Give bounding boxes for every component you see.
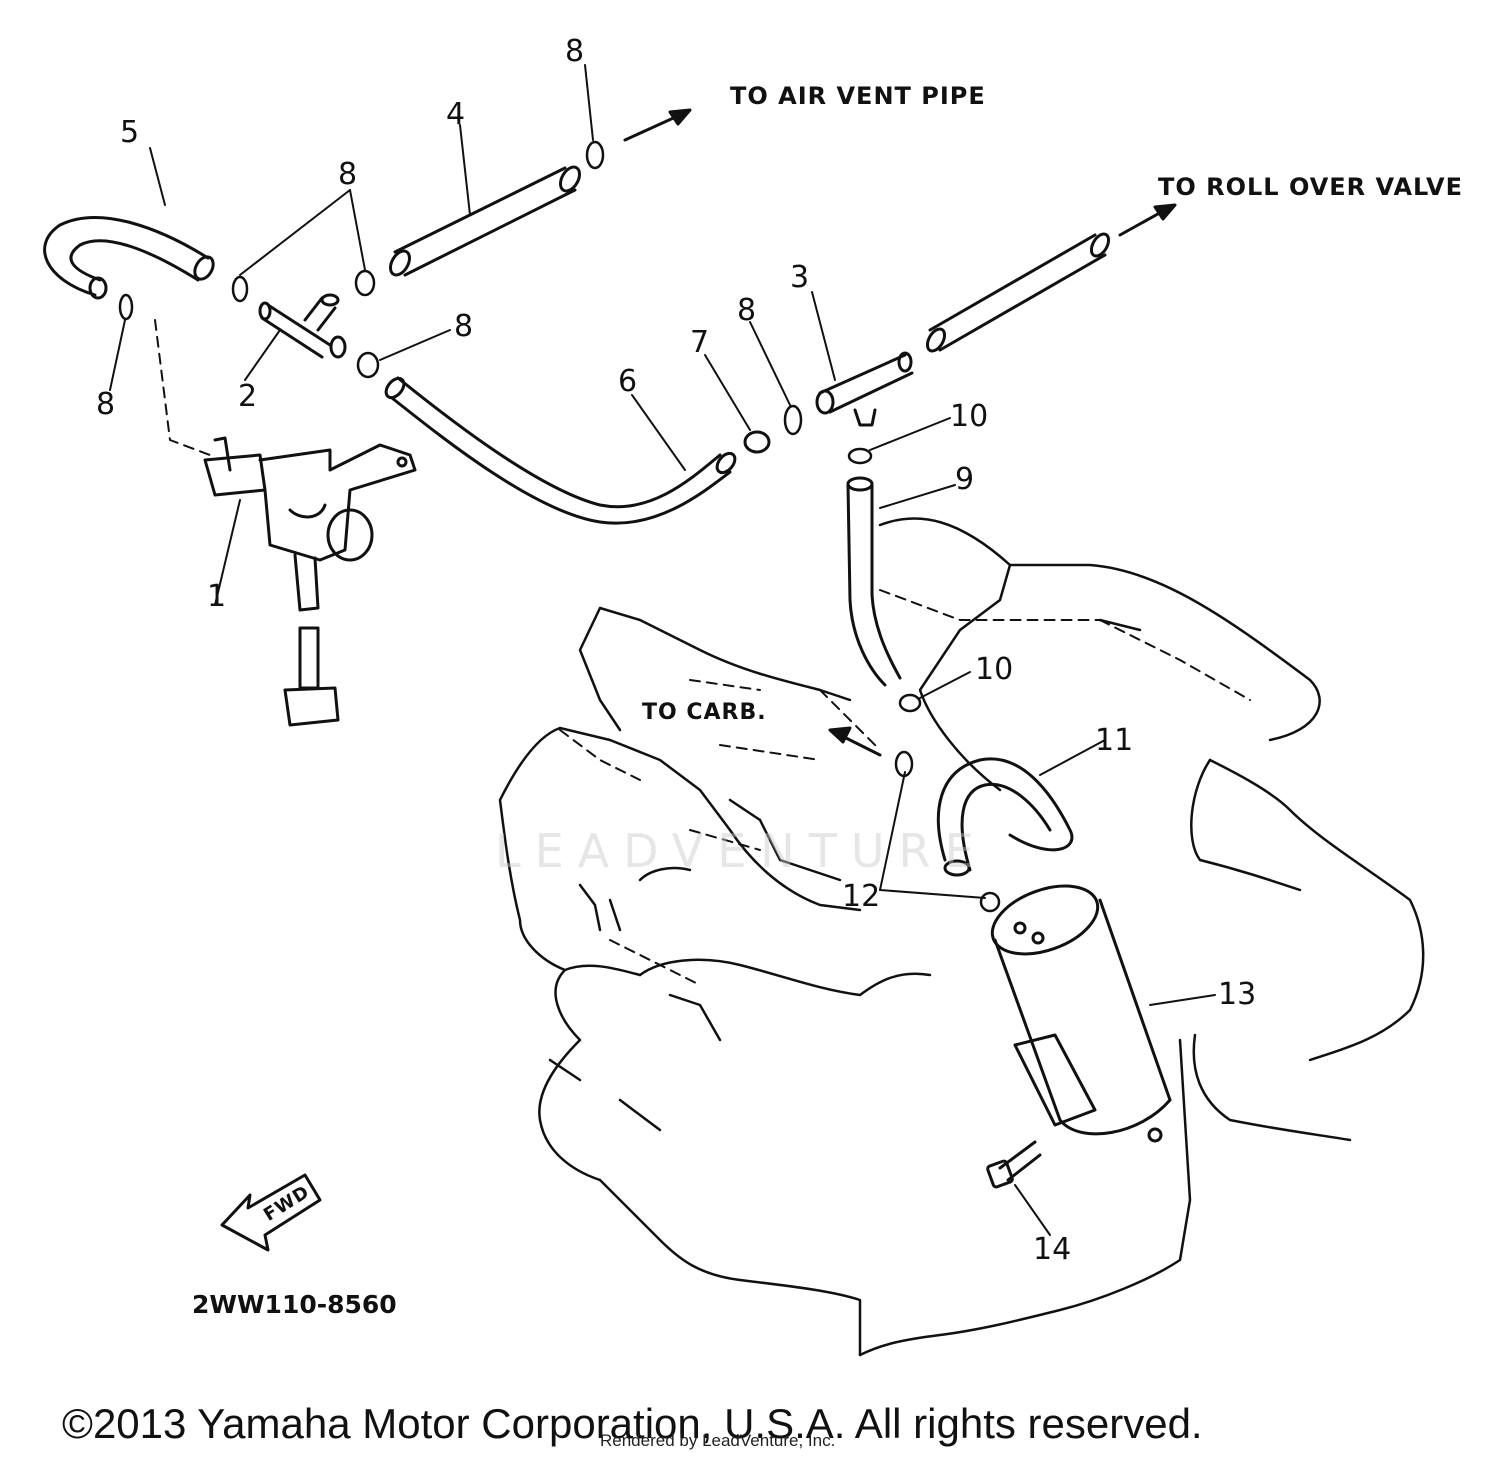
label-part-8-left: 8: [96, 387, 116, 422]
fwd-arrow-icon: [222, 1175, 320, 1250]
label-part-8-right: 8: [737, 293, 757, 328]
callout-arrows: [625, 110, 1175, 755]
watermark: LEADVENTURE: [495, 824, 988, 878]
copyright-notice: ©2013 Yamaha Motor Corporation, U.S.A. A…: [62, 1400, 1203, 1447]
label-part-10-top: 10: [950, 399, 989, 434]
label-part-8-top: 8: [565, 34, 585, 69]
hose-5: [45, 217, 217, 298]
valve-1: [205, 438, 415, 725]
hose-4: [387, 164, 584, 279]
rendered-by-note: Rendered by LeadVenture, Inc.: [600, 1431, 836, 1450]
hose-9: [848, 478, 900, 685]
joint-3: [817, 353, 912, 425]
label-part-1: 1: [207, 579, 227, 614]
label-part-12: 12: [842, 879, 881, 914]
engine-outline: [500, 518, 1423, 1355]
clamps-8: [120, 142, 801, 434]
label-part-5: 5: [120, 115, 140, 150]
label-part-8-middle: 8: [454, 309, 474, 344]
callout-roll-over-valve: TO ROLL OVER VALVE: [1158, 173, 1463, 201]
diagram-code: 2WW110-8560: [192, 1290, 397, 1319]
plug-7: [745, 432, 769, 452]
label-part-3: 3: [790, 260, 810, 295]
hose-11: [938, 759, 1072, 875]
callout-air-vent-pipe: TO AIR VENT PIPE: [730, 82, 986, 110]
t-joint-2: [260, 295, 345, 357]
label-part-13: 13: [1218, 977, 1257, 1012]
label-part-8-upper: 8: [338, 157, 358, 192]
hose-6: [383, 375, 739, 523]
canister-13: [983, 873, 1170, 1143]
engine-hidden-lines: [155, 320, 1250, 985]
label-part-4: 4: [446, 97, 466, 132]
label-part-14: 14: [1033, 1232, 1072, 1267]
hose-roll-over: [924, 231, 1112, 354]
callout-carb: TO CARB.: [642, 700, 767, 725]
label-part-11: 11: [1095, 723, 1134, 758]
bolt-14: [987, 1142, 1040, 1188]
label-part-10-bottom: 10: [975, 652, 1014, 687]
label-part-7: 7: [690, 325, 710, 360]
leader-lines: [110, 65, 1215, 1235]
label-part-2: 2: [238, 379, 258, 414]
label-part-9: 9: [955, 462, 975, 497]
label-part-6: 6: [618, 364, 638, 399]
